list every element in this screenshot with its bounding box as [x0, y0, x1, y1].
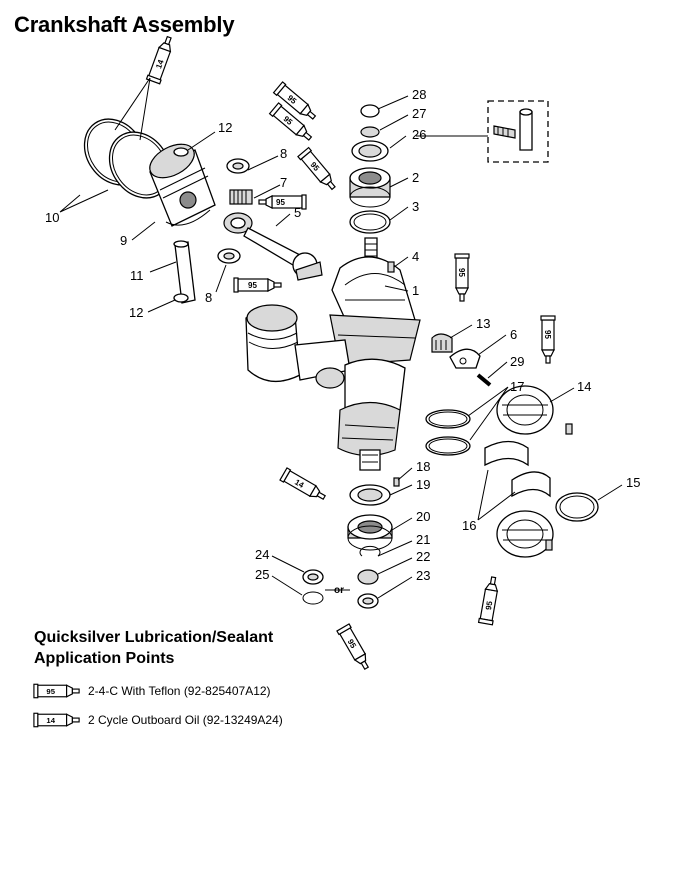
- tube-95-i: 95: [336, 623, 374, 673]
- tube-95-h: 95: [477, 575, 502, 626]
- tube-95-g: 95: [540, 315, 556, 364]
- callout-13: 13: [476, 316, 490, 331]
- legend-item-label: 2 Cycle Outboard Oil (92-13249A24): [88, 713, 283, 727]
- leader-lines: [59, 77, 623, 599]
- needle-bearing-small: [229, 189, 253, 205]
- callout-4: 4: [412, 249, 419, 264]
- svg-text:95: 95: [543, 330, 552, 339]
- svg-text:14: 14: [46, 716, 55, 725]
- callout-23: 23: [416, 568, 430, 583]
- callout-20: 20: [416, 509, 430, 524]
- tube-code: 14: [154, 58, 166, 70]
- callout-29: 29: [510, 354, 524, 369]
- oil-tube-icon: 14: [33, 712, 80, 728]
- callout-12-top: 12: [218, 120, 232, 135]
- tube-95-e: 95: [233, 277, 282, 293]
- retaining-rings: [173, 147, 189, 303]
- svg-text:95: 95: [276, 198, 285, 207]
- sealant-tube-icon: 95: [33, 683, 80, 699]
- thrust-washers: [217, 158, 250, 264]
- callout-22: 22: [416, 549, 430, 564]
- bearing-cage-upper: [496, 385, 573, 435]
- callout-26: 26: [412, 127, 426, 142]
- or-label: or: [334, 585, 344, 596]
- tube-95-f: 95: [454, 253, 470, 302]
- callout-21: 21: [416, 532, 430, 547]
- tube-95-c: 95: [297, 146, 340, 194]
- callout-11: 11: [130, 268, 144, 283]
- callout-5: 5: [294, 205, 301, 220]
- callout-19: 19: [416, 477, 430, 492]
- svg-text:95: 95: [484, 600, 495, 611]
- tube-95-a: 95: [272, 81, 320, 124]
- svg-text:95: 95: [248, 281, 257, 290]
- detail-inset: [487, 100, 549, 163]
- callout-2: 2: [412, 170, 419, 185]
- callout-10: 10: [45, 210, 59, 225]
- callout-1: 1: [412, 283, 419, 298]
- callout-3: 3: [412, 199, 419, 214]
- callout-18: 18: [416, 459, 430, 474]
- crankshaft: [245, 104, 421, 471]
- legend-heading-line1: Quicksilver Lubrication/Sealant: [34, 629, 274, 646]
- tube-95-b: 95: [268, 102, 316, 145]
- key-lower: [393, 477, 400, 487]
- tube-14-top: 14: [145, 34, 177, 85]
- rod-cap-group: [431, 333, 492, 387]
- callout-9: 9: [120, 233, 127, 248]
- callout-12-bottom: 12: [129, 305, 143, 320]
- callout-28: 28: [412, 87, 426, 102]
- legend-item-label: 2-4-C With Teflon (92-825407A12): [88, 684, 271, 698]
- bearing-races: [484, 440, 551, 498]
- lower-bearing-stack: [302, 484, 393, 609]
- page-title: Crankshaft Assembly: [14, 12, 235, 37]
- callout-27: 27: [412, 106, 426, 121]
- callout-24: 24: [255, 547, 269, 562]
- tube-14-mid: 14: [279, 467, 329, 505]
- callout-7: 7: [280, 175, 287, 190]
- legend-item-teflon: 95 2-4-C With Teflon (92-825407A12): [32, 683, 271, 699]
- callout-17: 17: [510, 379, 524, 394]
- wrist-pin: [173, 240, 196, 304]
- legend-heading: Quicksilver Lubrication/Sealant Applicat…: [34, 627, 273, 669]
- tube-95-d: 95: [258, 194, 307, 210]
- bearing-cage-lower: [496, 510, 554, 558]
- svg-text:95: 95: [46, 687, 55, 696]
- callout-16: 16: [462, 518, 476, 533]
- callout-15: 15: [626, 475, 640, 490]
- callout-numbers: 1 2 3 4 5 6 7 8 8 9 10 11 12 12 13 14 15…: [45, 87, 640, 596]
- key-upper: [387, 261, 395, 273]
- svg-text:95: 95: [457, 268, 466, 277]
- legend-heading-line2: Application Points: [34, 650, 175, 667]
- connecting-rod: [223, 212, 323, 281]
- callout-8-top: 8: [280, 146, 287, 161]
- callout-25: 25: [255, 567, 269, 582]
- callout-8-bottom: 8: [205, 290, 212, 305]
- callout-6: 6: [510, 327, 517, 342]
- legend-item-oil: 14 2 Cycle Outboard Oil (92-13249A24): [32, 712, 283, 728]
- piston: [149, 143, 216, 227]
- callout-14: 14: [577, 379, 591, 394]
